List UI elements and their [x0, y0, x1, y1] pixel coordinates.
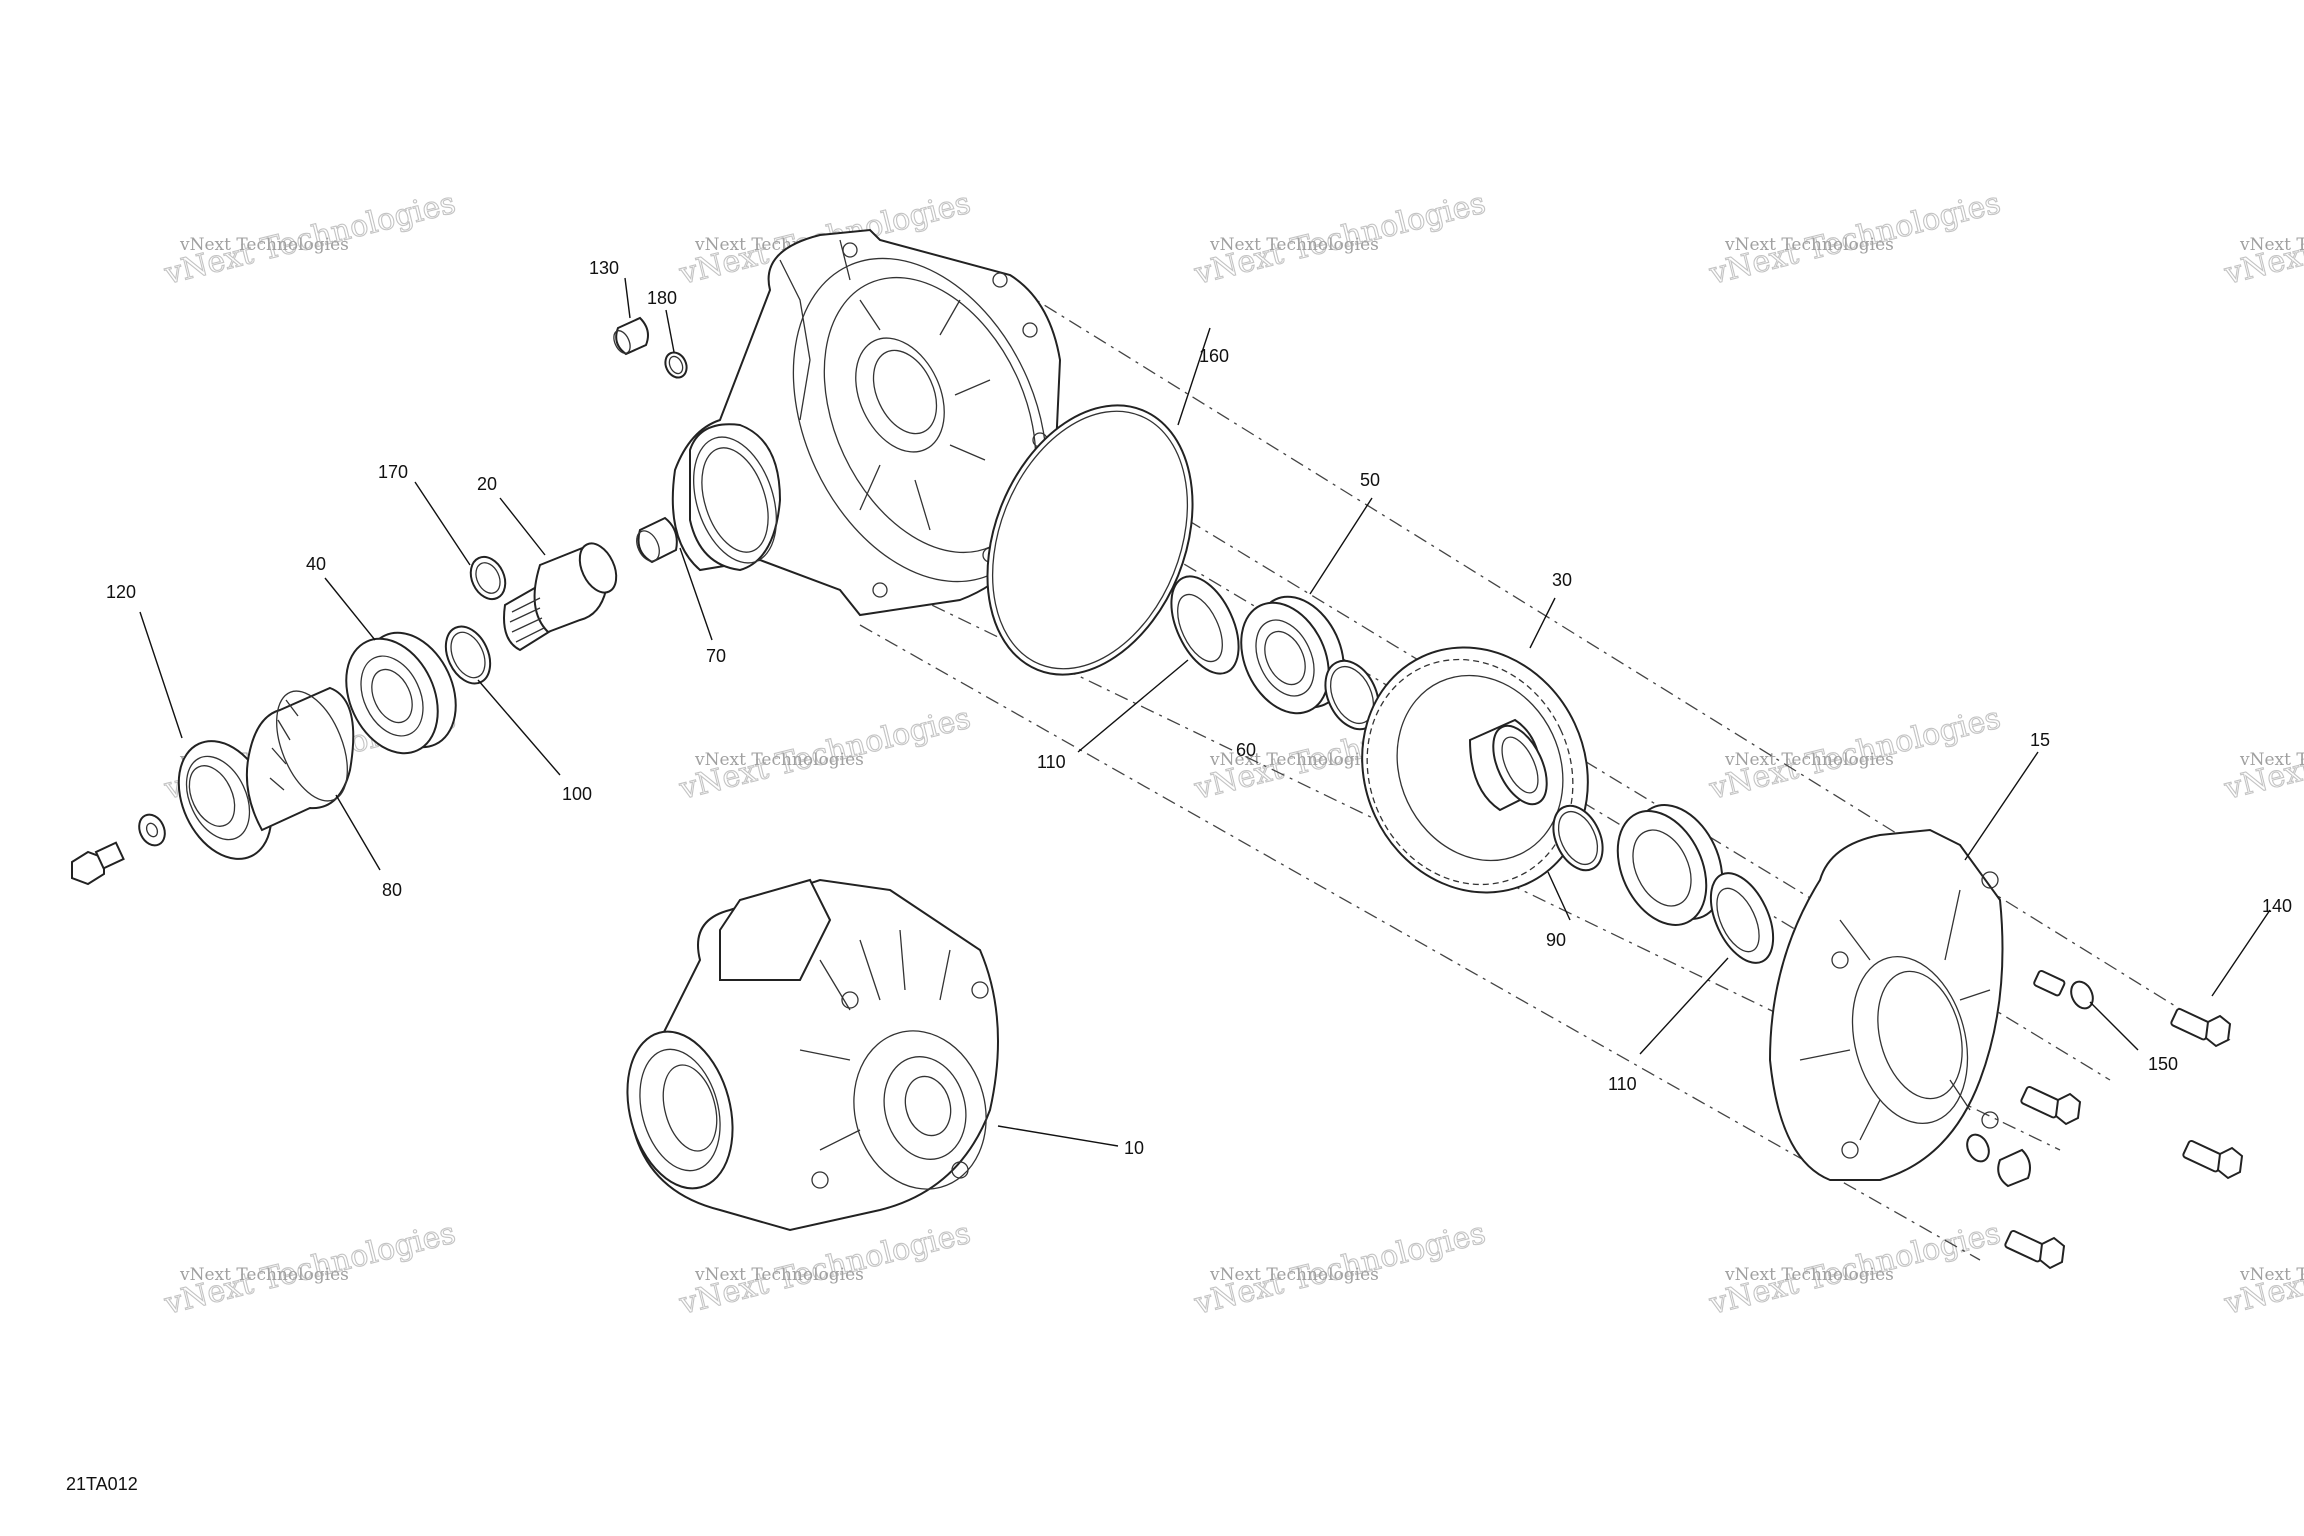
svg-text:vNext Technologies: vNext Technologies — [1209, 1265, 1379, 1285]
watermark: vNext Technologies vNext Technologies — [1705, 700, 2005, 807]
svg-text:vNext Technologies: vNext Technologies — [1209, 750, 1379, 770]
pinion-shaft-20-part — [503, 542, 618, 652]
circlip-100-part — [444, 625, 492, 685]
bearing-right-part — [1616, 804, 1724, 926]
gearbox-assembly-10-part — [626, 878, 999, 1232]
callout-labels: 120 40 170 20 130 180 70 100 80 160 50 3… — [106, 258, 2292, 1158]
needle-bearing-70-part — [636, 516, 678, 564]
leader-lines — [139, 277, 2271, 1147]
callout-label: 40 — [306, 554, 326, 574]
svg-text:vNext Technologies: vNext Technologies — [1724, 750, 1894, 770]
bearing-40-part — [345, 631, 457, 755]
watermark: vNext Technologies vNext Technologies — [2220, 700, 2304, 807]
seal-110-upper-part — [1170, 575, 1240, 675]
callout-label: 170 — [378, 462, 408, 482]
callout-label: 110 — [1037, 752, 1066, 772]
callout-label: 70 — [706, 646, 726, 666]
watermark: vNext Technologies vNext Technologies — [2220, 185, 2304, 292]
svg-text:vNext Technologies: vNext Technologies — [2239, 750, 2304, 770]
callout-label: 140 — [2262, 896, 2292, 916]
bolt-part — [71, 841, 125, 886]
bolt-140-part — [2170, 1007, 2232, 1048]
callout-label: 60 — [1236, 740, 1256, 760]
watermark: vNext Technologies vNext Technologies — [1190, 1215, 1490, 1322]
cover-15-part — [1768, 828, 2004, 1181]
callout-label: 110 — [1608, 1074, 1637, 1094]
callout-label: 180 — [647, 288, 677, 308]
bolt-part — [2182, 1139, 2244, 1180]
callout-label: 160 — [1199, 346, 1229, 366]
watermark: vNext Technologies vNext Technologies — [1705, 1215, 2005, 1322]
watermark: vNext Technologies vNext Technologies — [160, 185, 460, 292]
svg-text:vNext Technologies: vNext Technologies — [179, 1265, 349, 1285]
coupler-80-part — [245, 686, 355, 832]
svg-text:vNext Technologies: vNext Technologies — [694, 1265, 864, 1285]
bolt-part — [2020, 1085, 2082, 1126]
svg-text:vNext Technologies: vNext Technologies — [2239, 235, 2304, 255]
svg-text:vNext Technologies: vNext Technologies — [1724, 1265, 1894, 1285]
gear-housing-upper-part — [671, 228, 1062, 617]
seal-110-lower-part — [1709, 872, 1775, 964]
callout-label: 15 — [2030, 730, 2050, 750]
bolt-150-part — [2033, 969, 2094, 1010]
callout-label: 50 — [1360, 470, 1380, 490]
watermark: vNext Technologies vNext Technologies — [675, 1215, 975, 1322]
callout-label: 150 — [2148, 1054, 2178, 1074]
callout-label: 30 — [1552, 570, 1572, 590]
watermark: vNext Technologies vNext Technologies — [1190, 185, 1490, 292]
watermark: vNext Technologies vNext Technologies — [160, 1215, 460, 1322]
ring-170-part — [469, 555, 507, 601]
circlip-90-part — [1552, 804, 1604, 872]
callout-label: 130 — [589, 258, 619, 278]
callout-label: 100 — [562, 784, 592, 804]
watermark: vNext Technologies vNext Technologies — [1705, 185, 2005, 292]
callout-label: 90 — [1546, 930, 1566, 950]
watermark: vNext Technologies vNext Technologies — [2220, 1215, 2304, 1322]
callout-label: 120 — [106, 582, 136, 602]
plug-part — [1966, 1133, 2031, 1188]
diagram-code: 21TA012 — [66, 1474, 138, 1494]
plug-130-part — [613, 316, 649, 356]
watermark: vNext Technologies vNext Technologies — [675, 700, 975, 807]
o-ring-160-part — [986, 404, 1194, 676]
washer-part — [138, 813, 166, 847]
callout-label: 20 — [477, 474, 497, 494]
svg-text:vNext Technologies: vNext Technologies — [179, 235, 349, 255]
o-ring-180-part — [664, 351, 688, 379]
bearing-50-part — [1240, 595, 1345, 715]
callout-label: 80 — [382, 880, 402, 900]
svg-text:vNext Technologies: vNext Technologies — [2239, 1265, 2304, 1285]
svg-text:vNext Technologies: vNext Technologies — [1209, 235, 1379, 255]
bolt-part — [2004, 1229, 2066, 1270]
ring-gear-30-part — [1361, 646, 1589, 894]
callout-label: 10 — [1124, 1138, 1144, 1158]
svg-text:vNext Technologies: vNext Technologies — [1724, 235, 1894, 255]
svg-text:vNext Technologies: vNext Technologies — [694, 750, 864, 770]
